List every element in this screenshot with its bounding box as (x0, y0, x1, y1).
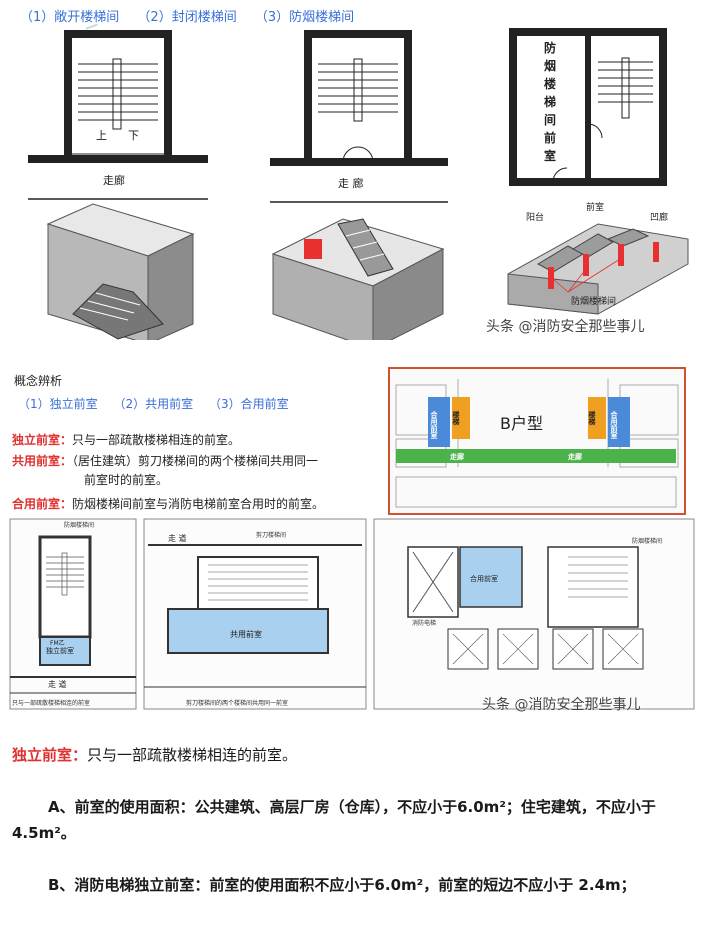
svg-text:走廊: 走廊 (568, 452, 582, 461)
label-fire-elevator: 消防电梯 (412, 619, 436, 627)
label-corridor-1: 走廊 (103, 173, 125, 187)
paragraph-area-a: A、前室的使用面积：公共建筑、高层厂房（仓库），不应小于6.0m²；住宅建筑，不… (12, 798, 656, 842)
stairwell-types-panel: （1）敞开楼梯间 （2）封闭楼梯间 （3）防烟楼梯间 上 下 走廊 (8, 0, 691, 340)
label-independent: 独立前室 (46, 646, 74, 655)
label-vestibule: 前室 (586, 201, 604, 213)
svg-text:室: 室 (544, 148, 556, 163)
definition-shared: 共用前室：（居住建筑）剪刀楼梯间的两个楼梯间共用同一 (12, 454, 319, 468)
type-enclosed-stair: （2）封闭楼梯间 (137, 10, 237, 25)
svg-text:楼梯: 楼梯 (588, 410, 596, 426)
concept-subitems: （1）独立前室 （2）共用前室 （3）合用前室 (18, 395, 301, 412)
plan-center-mark: B户型 (500, 414, 543, 433)
term-independent: 独立前室： (12, 746, 88, 764)
svg-text:梯: 梯 (544, 94, 556, 109)
svg-text:防: 防 (544, 40, 556, 55)
definition-combined: 合用前室：防烟楼梯间前室与消防电梯前室合用时的前室。 (12, 497, 325, 511)
plan-shared (143, 518, 367, 710)
plan-open-stair (28, 30, 208, 200)
iso-open-stair (46, 203, 195, 340)
vestibule-plans: 防烟楼梯间 独立前室 FM乙 走 道 只与一部疏散楼梯相连的前室 剪刀楼梯间 走… (9, 518, 695, 710)
svg-text:楼: 楼 (544, 76, 556, 91)
text-independent: 只与一部疏散楼梯相连的前室。 (87, 746, 298, 764)
sub-shared: （2）共用前室 (113, 397, 194, 411)
label-scissor: 剪刀楼梯间 (256, 531, 286, 539)
plan-combined (373, 518, 695, 710)
plan-smoke-stair (509, 28, 667, 186)
watermark-1: 头条 @消防安全那些事儿 (486, 319, 645, 335)
label-combined: 合用前室 (470, 574, 498, 583)
shared-room-right (608, 397, 630, 447)
label-down: 下 (128, 129, 139, 142)
svg-text:合用前室: 合用前室 (610, 410, 619, 440)
green-corridor (396, 449, 676, 463)
label-balcony: 阳台 (526, 211, 544, 223)
stair-diagrams: 上 下 走廊 走 廊 (28, 28, 689, 340)
label-shared: 共用前室 (230, 629, 262, 639)
plan-independent (9, 518, 137, 710)
vestibule-concepts-panel: 概念辨析 （1）独立前室 （2）共用前室 （3）合用前室 独立前室：只与一部疏散… (0, 355, 703, 720)
svg-text:间: 间 (544, 112, 556, 127)
sub-independent: （1）独立前室 (18, 397, 98, 411)
plan-enclosed-stair (270, 30, 448, 203)
caption-mid: 剪刀楼梯间的两个楼梯间共用同一前室 (186, 699, 288, 707)
label-fm-left: FM乙 (50, 640, 65, 647)
svg-text:楼梯: 楼梯 (452, 410, 460, 426)
svg-text:合用前室: 合用前室 (430, 410, 439, 440)
definition-shared-cont: 前室时的前室。 (84, 473, 169, 487)
watermark-2: 头条 @消防安全那些事儿 (482, 697, 641, 713)
label-recess: 凹廊 (650, 211, 668, 223)
svg-text:走廊: 走廊 (450, 452, 464, 461)
stair-right (588, 397, 606, 439)
label-corridor-2: 走 廊 (338, 176, 364, 190)
stair-types-title: （1）敞开楼梯间 （2）封闭楼梯间 （3）防烟楼梯间 (20, 6, 368, 25)
type-open-stair: （1）敞开楼梯间 (20, 10, 120, 25)
label-smoke-stair-iso: 防烟楼梯间 (571, 295, 616, 307)
concept-heading: 概念辨析 (14, 374, 63, 388)
stair-left (452, 397, 470, 439)
iso-enclosed-stair (271, 218, 445, 340)
svg-text:前: 前 (544, 130, 556, 145)
label-corridor-left: 走 道 (48, 679, 67, 689)
label-smoke-stair-left: 防烟楼梯间 (64, 521, 94, 529)
shared-room-left (428, 397, 450, 447)
paragraph-independent: 独立前室：只与一部疏散楼梯相连的前室。 (12, 742, 692, 768)
label-smoke-stair-right: 防烟楼梯间 (632, 537, 662, 545)
caption-left: 只与一部疏散楼梯相连的前室 (12, 699, 90, 707)
definition-independent: 独立前室：只与一部疏散楼梯相连的前室。 (12, 433, 241, 447)
iso-smoke-stair (507, 223, 689, 315)
sub-combined: （3）合用前室 (208, 397, 289, 411)
type-smoke-stair: （3）防烟楼梯间 (254, 10, 355, 25)
apartment-plan: 合用前室 楼梯 楼梯 合用前室 走廊 走廊 B户型 (388, 367, 686, 515)
label-corridor-mid: 走 道 (168, 533, 187, 543)
paragraph-area-b: B、消防电梯独立前室：前室的使用面积不应小于6.0m²，前室的短边不应小于 2.… (48, 876, 636, 894)
smoke-vestibule-vertical-label: 防 烟 楼 梯 间 前 室 (544, 40, 556, 163)
label-up: 上 (96, 129, 107, 142)
svg-text:烟: 烟 (544, 59, 556, 73)
